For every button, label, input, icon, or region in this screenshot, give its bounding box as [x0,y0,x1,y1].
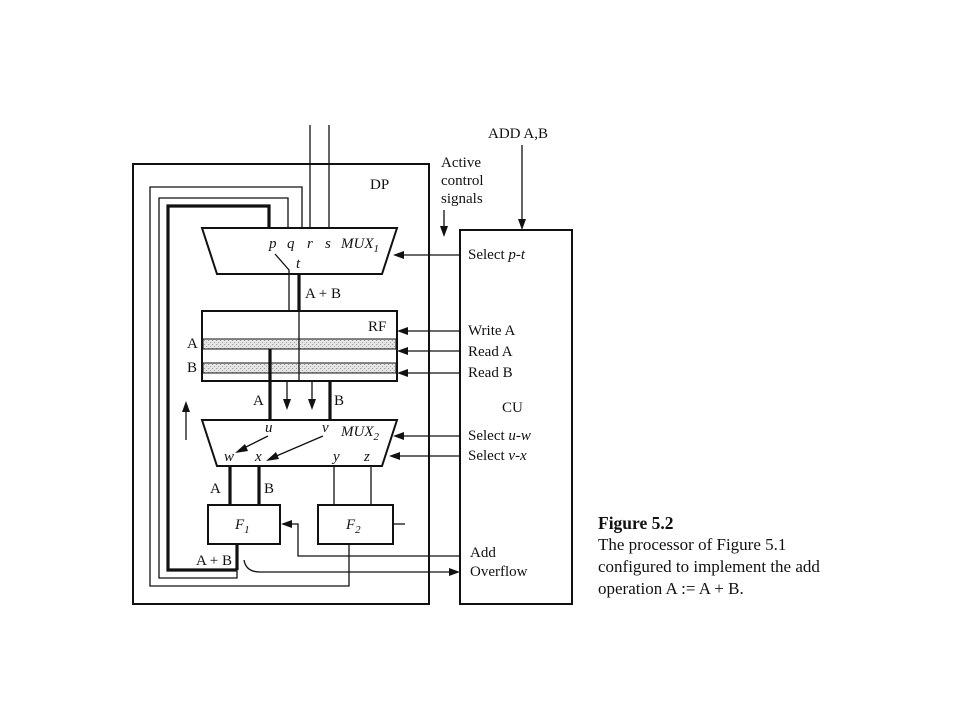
rf-read-arrow-2-icon [308,399,316,410]
signal-select-pt-arrow-icon [393,251,404,259]
mux2-output-y: y [331,449,340,465]
active-signals-line-1: Active [441,155,481,171]
control-unit-box [459,229,573,605]
caption-title: Figure 5.2 [598,513,674,533]
mux1-output-t: t [296,256,301,272]
feedback-bus-a-plus-b [166,204,271,572]
register-file-label: RF [368,319,386,335]
f1-output-bus-label: A + B [196,553,232,569]
signal-overflow-arrow-icon [449,568,460,576]
mux2-path-v-x-arrow-icon [266,452,279,461]
rf-read-arrow-1-icon [283,399,291,410]
rf-output-b-label: B [334,393,344,409]
signal-write-a-arrow-icon [397,327,408,335]
active-signals-line-2: control [441,173,484,189]
mux2-input-v: v [322,420,329,436]
instruction-label: ADD A,B [488,126,548,142]
signal-read-b-arrow-icon [397,369,408,377]
mux2-output-b-label: B [264,481,274,497]
signal-add-wire [290,523,460,557]
mux2-label: MUX2 [340,424,380,443]
signal-read-b: Read B [468,365,513,381]
signal-select-vx-arrow-icon [389,452,400,460]
mux1-input-q: q [287,236,295,252]
mux2-output-z: z [363,449,370,465]
mux1-input-r: r [307,236,313,252]
feedback-wire-inner [158,197,289,579]
signal-overflow-wire [243,559,450,573]
active-signals-arrow-icon [440,226,448,237]
f1-label: F1 [234,517,250,536]
mux2-input-u: u [265,420,273,436]
figure-caption: Figure 5.2 The processor of Figure 5.1 c… [598,512,858,600]
signal-select-vx: Select v-x [468,448,527,464]
mux2-output-a-label: A [210,481,221,497]
mux1-input-s: s [325,236,331,252]
signal-select-uw-arrow-icon [393,432,404,440]
signal-write-a: Write A [468,323,515,339]
caption-text: The processor of Figure 5.1 configured t… [598,535,820,598]
mux1-select-path [274,253,290,322]
signal-overflow: Overflow [470,564,528,580]
datapath-label: DP [370,177,389,193]
mux2-path-u-w-arrow-icon [235,444,248,453]
instruction-arrow-icon [518,219,526,230]
rf-output-a-label: A [253,393,264,409]
mux1-output-bus-label: A + B [305,286,341,302]
active-signals-line-3: signals [441,191,483,207]
mux2-path-u-w [241,435,269,450]
function-unit-f1 [207,504,281,545]
upward-arrow-icon [182,401,190,412]
mux2-output-w: w [224,449,234,465]
mux2-path-v-x [273,435,324,458]
signal-add-arrow-icon [281,520,292,528]
signal-read-a: Read A [468,344,513,360]
mux2-shape [200,419,399,467]
signal-add: Add [470,545,496,561]
signal-select-uw: Select u-w [468,428,531,444]
function-unit-f2 [317,504,394,545]
register-b-label: B [187,360,197,376]
register-a-label: A [187,336,198,352]
mux1-shape [200,227,399,275]
signal-select-pt: Select p-t [468,247,526,263]
feedback-wire-outer [149,186,350,587]
signal-read-a-arrow-icon [397,347,408,355]
control-unit-label: CU [502,400,523,416]
f2-label: F2 [345,517,361,536]
mux2-output-x: x [254,449,262,465]
mux1-label: MUX1 [340,236,379,255]
mux1-input-p: p [268,236,277,252]
